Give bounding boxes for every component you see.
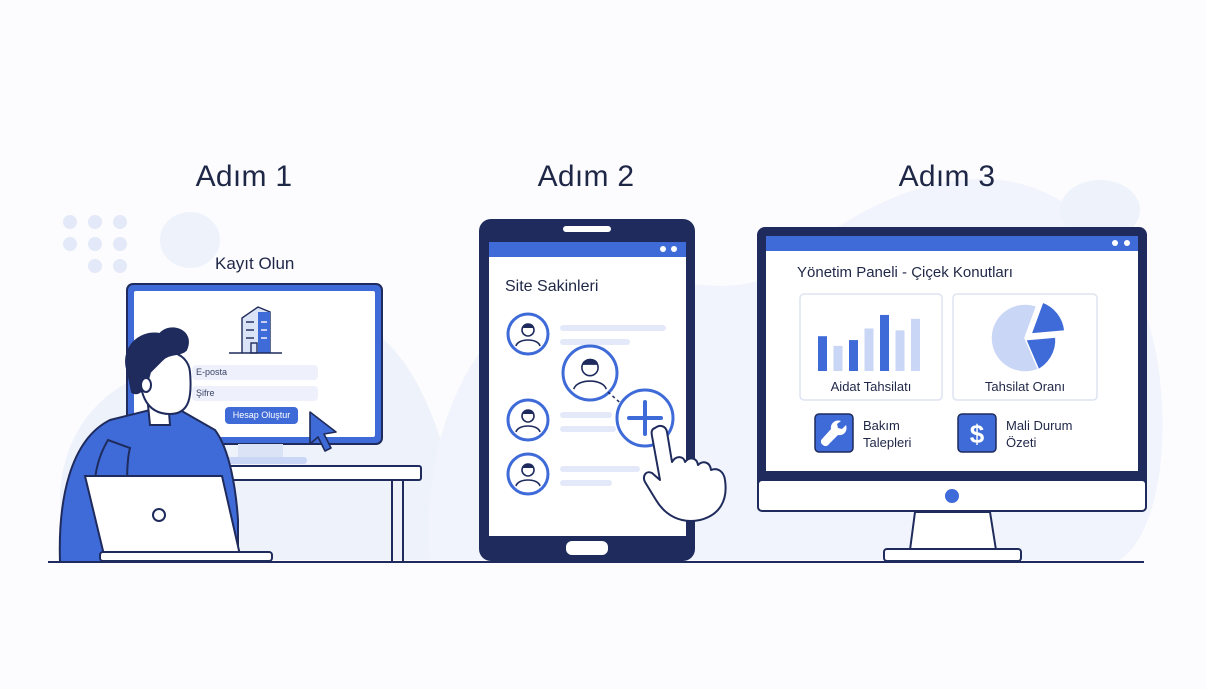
- resident-list: [506, 312, 666, 496]
- bar-mark: [895, 330, 905, 371]
- signup-heading: Kayıt Olun: [215, 254, 295, 273]
- resident-text-placeholder: [560, 325, 666, 331]
- finance-action-line1[interactable]: Mali Durum: [1006, 418, 1073, 433]
- cursor-icon: [309, 411, 337, 452]
- bar-mark: [849, 340, 858, 371]
- create-account-button[interactable]: Hesap Oluştur: [225, 407, 298, 424]
- resident-text-placeholder: [560, 412, 612, 418]
- resident-avatar-icon: [561, 344, 619, 402]
- dollar-icon[interactable]: $: [957, 413, 997, 453]
- step-3-title: Adım 3: [898, 160, 996, 193]
- bar-mark: [864, 328, 874, 371]
- dashboard-heading: Yönetim Paneli - Çiçek Konutları: [797, 264, 1013, 281]
- resident-row[interactable]: [506, 398, 616, 442]
- rate-card-label: Tahsilat Oranı: [984, 379, 1066, 394]
- resident-text-placeholder: [560, 339, 630, 345]
- finance-action-line2[interactable]: Özeti: [1006, 435, 1037, 450]
- residents-heading: Site Sakinleri: [505, 278, 599, 295]
- password-field[interactable]: Şifre: [192, 386, 318, 401]
- step-1-title: Adım 1: [195, 160, 293, 193]
- maintenance-action-line1[interactable]: Bakım: [863, 418, 900, 433]
- decor-dots: [63, 215, 127, 273]
- resident-text-placeholder: [560, 426, 616, 432]
- pie-slice: [990, 303, 1040, 373]
- resident-text-placeholder: [560, 466, 640, 472]
- building-icon: [229, 306, 282, 354]
- bar-mark: [880, 314, 889, 371]
- svg-text:$: $: [970, 419, 985, 449]
- bar-mark: [818, 336, 827, 371]
- collection-rate-pie-chart: [990, 301, 1066, 373]
- resident-avatar-icon: [506, 312, 550, 356]
- pointing-hand-icon: [642, 424, 727, 522]
- collection-card-label: Aidat Tahsilatı: [830, 379, 912, 394]
- laptop: [83, 475, 273, 562]
- resident-row[interactable]: [506, 312, 666, 356]
- resident-row[interactable]: [561, 344, 619, 402]
- resident-row[interactable]: [506, 452, 640, 496]
- email-field[interactable]: E-posta: [192, 365, 318, 380]
- resident-avatar-icon: [506, 452, 550, 496]
- bar-mark: [911, 318, 920, 371]
- collection-bar-chart: [818, 314, 920, 371]
- bar-mark: [833, 345, 843, 371]
- pie-slice: [1029, 301, 1066, 335]
- resident-avatar-icon: [506, 398, 550, 442]
- maintenance-action-line2[interactable]: Talepleri: [863, 435, 912, 450]
- resident-text-placeholder: [560, 480, 612, 486]
- step-2-title: Adım 2: [537, 160, 635, 193]
- wrench-icon[interactable]: [814, 413, 854, 453]
